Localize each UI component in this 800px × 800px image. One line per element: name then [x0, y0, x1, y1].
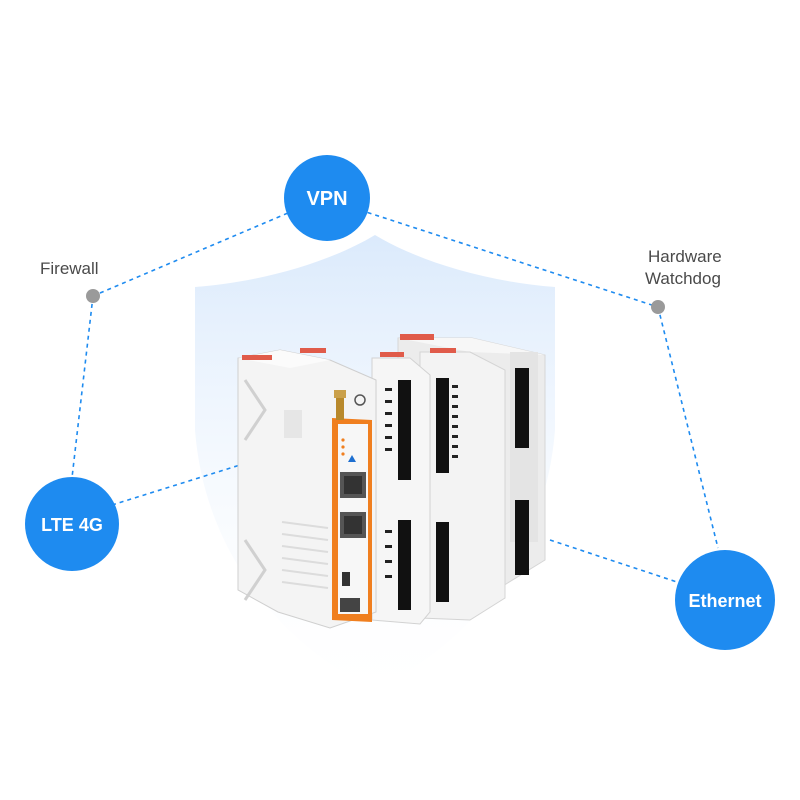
connection-lines: [69, 209, 719, 584]
line-firewall-lte: [69, 295, 94, 496]
watchdog-dot: [651, 300, 665, 314]
firewall-label: Firewall: [40, 259, 99, 278]
gateway-device-illustration: [237, 334, 546, 629]
lte-4g-node: [25, 477, 119, 571]
ethernet-node: [675, 550, 775, 650]
vpn-label: VPN: [306, 188, 347, 210]
watchdog-label-line1: Hardware: [648, 247, 722, 266]
line-lte-device: [111, 464, 241, 506]
watchdog-label-line2: Watchdog: [645, 269, 721, 288]
line-device-ethernet: [549, 539, 681, 584]
lte-4g-label: LTE 4G: [41, 515, 103, 535]
ethernet-label: Ethernet: [688, 591, 761, 611]
line-watchdog-ethernet: [657, 306, 719, 549]
firewall-dot: [86, 289, 100, 303]
vpn-node: [284, 155, 370, 241]
